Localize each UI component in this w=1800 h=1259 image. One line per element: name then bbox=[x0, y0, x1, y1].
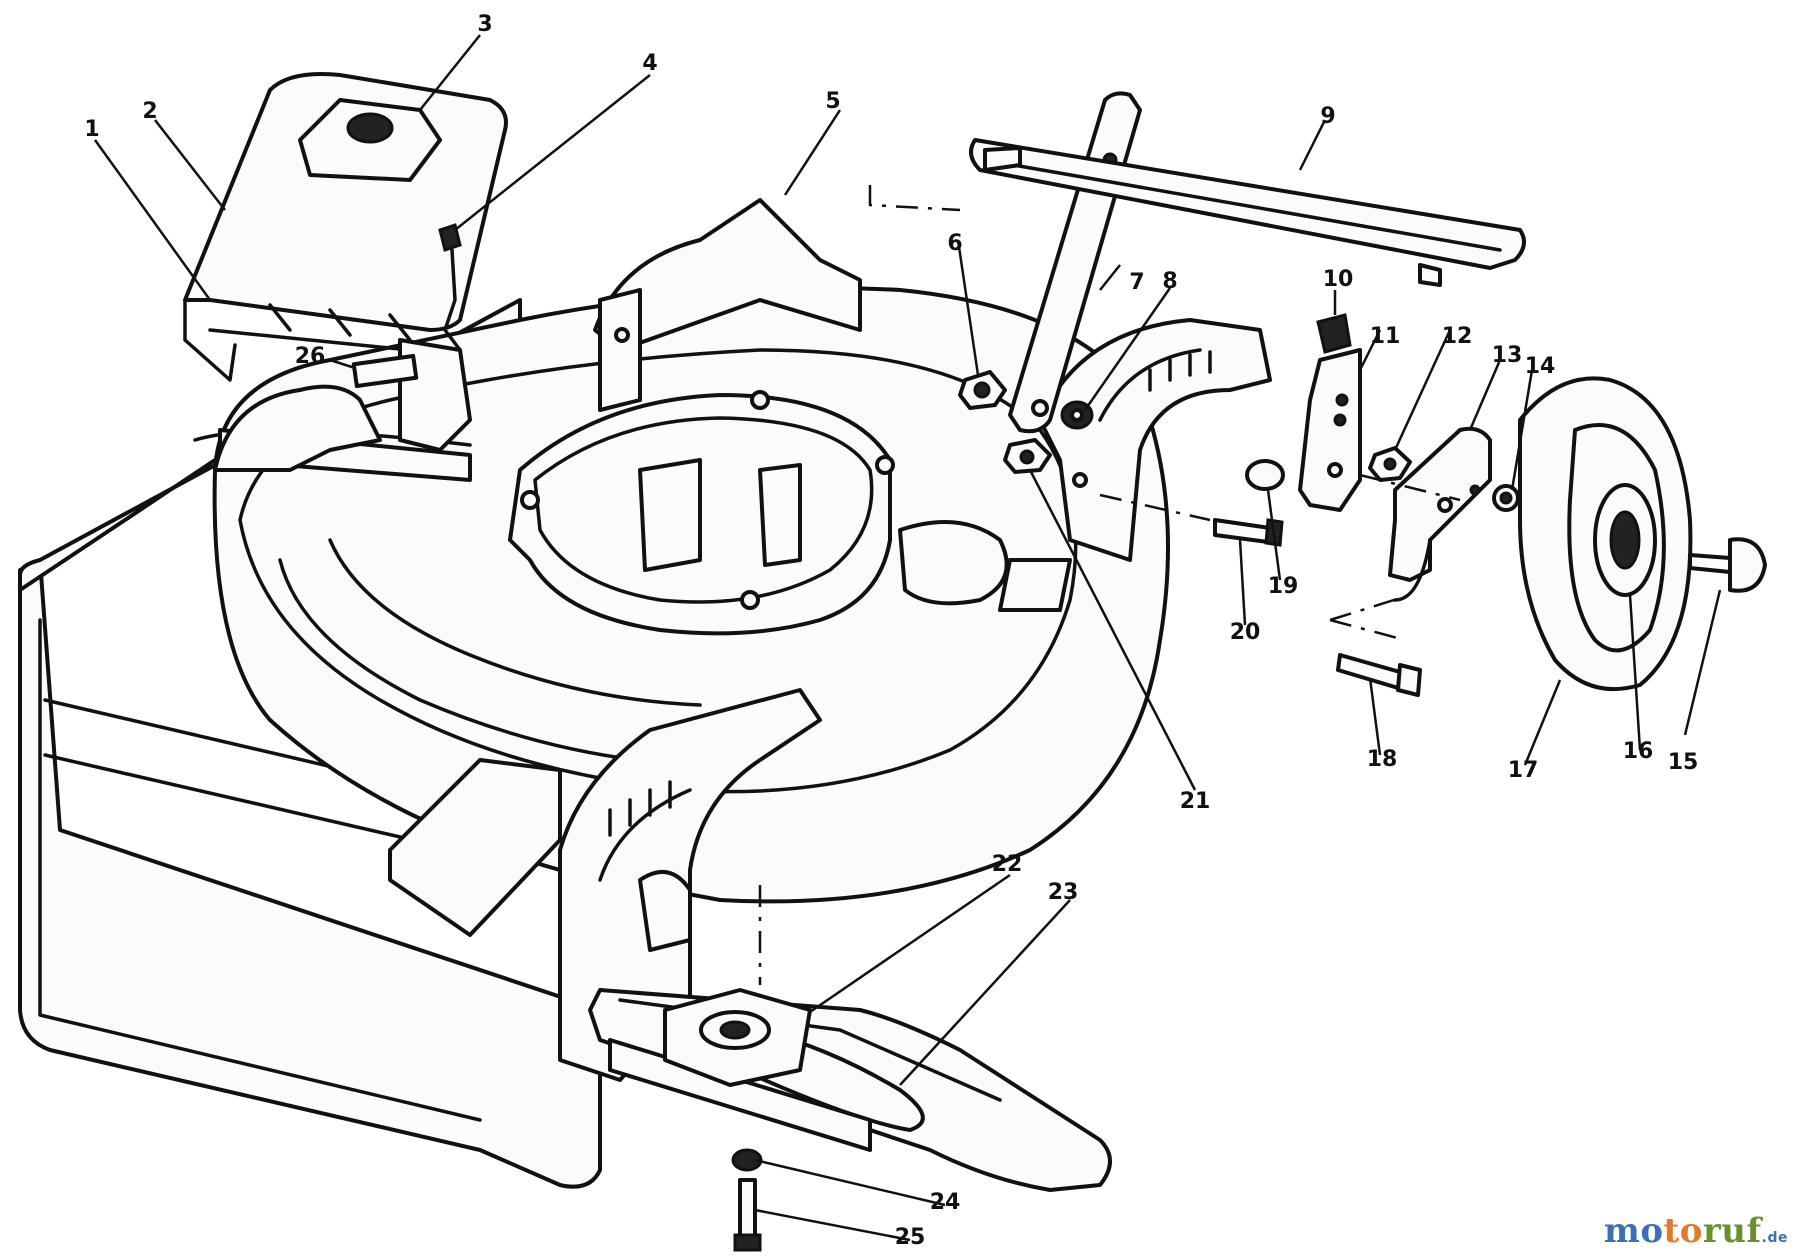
callout-20: 20 bbox=[1230, 620, 1261, 645]
callout-13: 13 bbox=[1492, 343, 1523, 368]
alignment-lines bbox=[758, 185, 1461, 985]
callout-6: 6 bbox=[947, 231, 962, 256]
callout-21: 21 bbox=[1180, 789, 1211, 814]
callout-19: 19 bbox=[1268, 574, 1299, 599]
wheel-bracket-parts bbox=[1213, 313, 1520, 697]
callout-14: 14 bbox=[1525, 354, 1556, 379]
callout-12: 12 bbox=[1442, 324, 1473, 349]
callout-10: 10 bbox=[1323, 267, 1354, 292]
callout-18: 18 bbox=[1367, 747, 1398, 772]
callout-7: 7 bbox=[1129, 270, 1144, 295]
callout-16: 16 bbox=[1623, 739, 1654, 764]
blade-assembly bbox=[588, 988, 1112, 1252]
callout-17: 17 bbox=[1508, 758, 1539, 783]
callout-23: 23 bbox=[1048, 880, 1079, 905]
callout-3: 3 bbox=[477, 12, 492, 37]
watermark-part-1: mo bbox=[1603, 1211, 1664, 1251]
height-adjuster-bracket bbox=[1038, 318, 1272, 562]
callout-8: 8 bbox=[1162, 269, 1177, 294]
callout-15: 15 bbox=[1668, 750, 1699, 775]
callout-labels: 1 2 3 4 5 6 7 8 9 10 11 12 13 14 15 16 1… bbox=[84, 12, 1698, 1250]
callout-2: 2 bbox=[142, 99, 157, 124]
callout-26: 26 bbox=[295, 344, 326, 369]
fasteners-upper bbox=[958, 370, 1094, 474]
callout-11: 11 bbox=[1370, 324, 1401, 349]
callout-25: 25 bbox=[895, 1225, 926, 1250]
handle-parts bbox=[969, 91, 1526, 434]
callout-22: 22 bbox=[992, 852, 1023, 877]
wheel-assembly bbox=[1518, 376, 1767, 692]
front-height-adjuster bbox=[558, 688, 822, 1082]
leader-lines bbox=[93, 34, 1722, 1242]
watermark-part-2: to bbox=[1663, 1211, 1703, 1251]
callout-9: 9 bbox=[1320, 104, 1335, 129]
watermark-part-3: ruf bbox=[1702, 1211, 1762, 1251]
callout-4: 4 bbox=[642, 51, 657, 76]
callout-24: 24 bbox=[930, 1190, 961, 1215]
rear-door-assembly bbox=[183, 72, 508, 482]
watermark-tld: .de bbox=[1761, 1230, 1788, 1246]
site-watermark-logo: motoruf.de bbox=[1604, 1211, 1788, 1251]
callout-5: 5 bbox=[825, 89, 840, 114]
callout-1: 1 bbox=[84, 117, 99, 142]
